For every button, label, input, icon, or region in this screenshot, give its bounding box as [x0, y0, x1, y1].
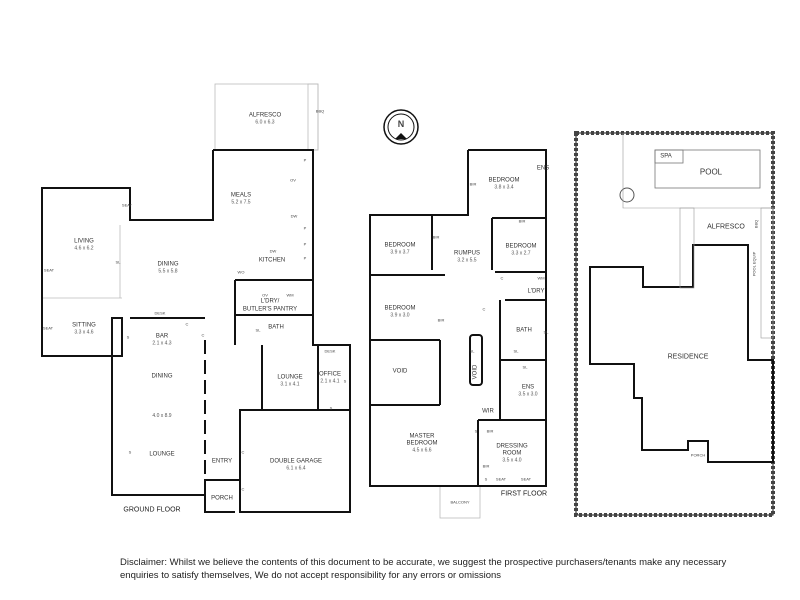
spa-outline: [654, 149, 684, 164]
disclaimer: Disclaimer: Whilst we believe the conten…: [120, 556, 780, 582]
pool-outline: [654, 149, 761, 189]
fixture-shelf: S: [484, 476, 488, 482]
ground-floor-title: GROUND FLOOR: [123, 506, 181, 514]
fixture-dishwasher: DW: [269, 248, 277, 254]
fixture-desk: DESK: [154, 310, 166, 316]
fixture-shelf: S: [343, 378, 347, 384]
disclaimer-line-2: enquiries to satisfy themselves, We do n…: [120, 570, 502, 581]
fixture-cupboard: C: [241, 486, 245, 492]
fixture-sl: SL: [255, 327, 261, 333]
room-master-label: MASTER: [409, 433, 435, 440]
room-balcony: BALCONY: [450, 499, 470, 505]
room-dressing-label: DRESSING: [496, 443, 528, 450]
fixture-seat: SEAT: [520, 476, 532, 482]
fixture-bbq: BBQ: [315, 108, 325, 114]
site-residence: RESIDENCE: [667, 353, 709, 361]
fixture-pantry: P: [303, 255, 307, 261]
fixture-shelf: S: [128, 449, 132, 455]
fixture-shelf: S: [329, 405, 333, 411]
fixture-sl: SL: [469, 348, 475, 354]
disclaimer-line-1: Disclaimer: Whilst we believe the conten…: [120, 557, 727, 568]
fixture-pantry: P: [303, 241, 307, 247]
fixture-pantry: P: [303, 157, 307, 163]
fixture-bir: BIR: [432, 234, 440, 240]
room-kitchen: KITCHEN: [258, 257, 286, 264]
room-entry: ENTRY: [211, 458, 233, 465]
fixture-cupboard: C: [500, 275, 504, 281]
site-plan: [574, 131, 775, 517]
fixture-shelf: S: [126, 334, 130, 340]
fixture-seat: SEAT: [121, 202, 133, 208]
room-dining-lounge-dim: 4.0 x 8.9: [152, 413, 172, 419]
room-lower-dining: DINING: [151, 373, 173, 380]
fixture-oven: OV: [262, 292, 268, 298]
compass-north-label: N: [397, 119, 405, 129]
room-ensuite-1: ENS: [536, 165, 550, 172]
fixture-wo: WO: [237, 269, 245, 275]
room-bath: BATH: [268, 324, 284, 331]
room-laundry-upstairs: L'DRY: [527, 288, 545, 295]
fixture-seat: SEAT: [495, 476, 507, 482]
room-lounge: LOUNGE: [149, 451, 175, 458]
site-alfresco: ALFRESCO: [707, 223, 745, 231]
fixture-bir: BIR: [518, 218, 526, 224]
room-bath-upstairs: BATH: [516, 327, 532, 334]
fixture-cupboard: C: [201, 332, 205, 338]
fixture-washing-machine: WM: [286, 292, 294, 298]
fixture-shelf: S: [474, 428, 478, 434]
site-bbq: BBQ: [753, 219, 759, 229]
fixture-cupboard: C: [185, 321, 189, 327]
room-butlers-pantry: BUTLER'S PANTRY: [242, 306, 298, 313]
site-spa: SPA: [660, 153, 672, 160]
site-porch: PORCH: [690, 452, 706, 458]
room-laundry: L'DRY/: [260, 298, 280, 305]
fixture-bir: BIR: [486, 428, 494, 434]
compass-icon: [383, 109, 419, 145]
fixture-sl: SL: [522, 364, 528, 370]
fixture-seat: SEAT: [43, 267, 55, 273]
ground-floor-walls: [41, 149, 351, 513]
fixture-sl: SL: [543, 329, 549, 335]
fixture-dishwasher: DW: [290, 213, 298, 219]
fixture-cupboard: C: [241, 449, 245, 455]
fixture-bir: BIR: [469, 181, 477, 187]
fixture-washing-machine: WM: [537, 275, 545, 281]
room-porch: PORCH: [211, 495, 233, 502]
fixture-oven: OV: [290, 177, 296, 183]
fixture-seat: SEAT: [42, 325, 54, 331]
room-void: VOID: [392, 368, 408, 375]
site-pool-equipment: POOL EQUIP: [751, 251, 757, 277]
stair-void: VOID: [472, 364, 479, 380]
fixture-desk: DESK: [324, 348, 336, 354]
fixture-bir: BIR: [437, 317, 445, 323]
fixture-sliding-door: SL: [115, 259, 121, 265]
fixture-cupboard: C: [482, 306, 486, 312]
first-floor-title: FIRST FLOOR: [500, 490, 548, 498]
fixture-bir: BIR: [482, 463, 490, 469]
first-floor-walls: [369, 149, 547, 487]
fixture-sl: SL: [513, 348, 519, 354]
site-pool: POOL: [699, 167, 723, 177]
residence-outline: [589, 244, 774, 463]
fixture-pantry: P: [303, 225, 307, 231]
room-wir: WIR: [482, 408, 494, 415]
